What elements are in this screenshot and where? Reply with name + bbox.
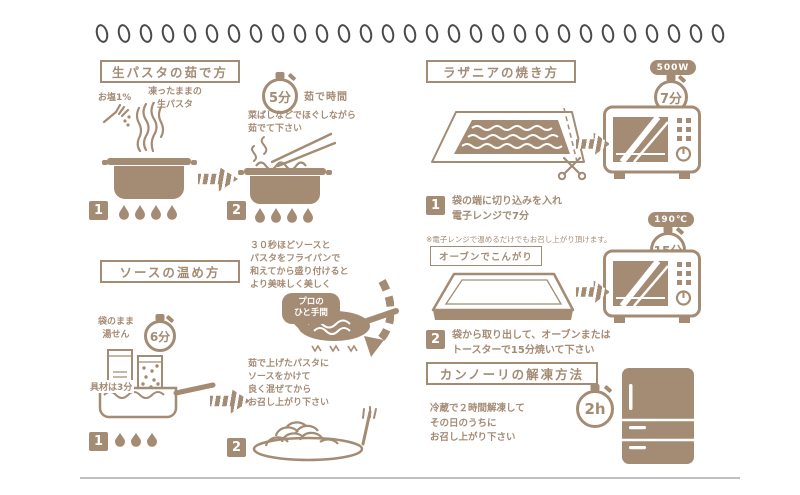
section-title-bake-lasagna: ラザニアの焼き方 <box>426 60 576 83</box>
boil-timer-label: 茹で時間 <box>304 92 348 103</box>
oven-browning-label: オーブンでこんがり <box>430 246 542 266</box>
salt-label: お塩1% <box>98 93 132 103</box>
step-badge: 2 <box>227 438 246 457</box>
sauce-timer-value: 6分 <box>149 329 171 344</box>
lasagna-bag-tray-icon <box>428 100 586 192</box>
refrigerator-icon <box>618 366 698 468</box>
boil-note: 菜ばしなどでほぐしながら 茹でて下さい <box>248 111 356 135</box>
bag-bath-label: 袋のまま 湯せん <box>97 317 134 340</box>
serve-note: 茹で上げたパスタに ソースをかけて 良く混ぜてから お召し上がり下さい <box>248 359 330 409</box>
cannoli-timer: 2h <box>576 390 614 428</box>
flames-icon <box>116 204 182 220</box>
pasta-plate-fork-icon <box>250 404 385 462</box>
scissors-icon <box>557 156 586 181</box>
lasagna-tray-icon <box>428 268 578 330</box>
step-badge: 1 <box>89 201 108 220</box>
pot-boiling-pasta-icon <box>102 102 197 210</box>
cannoli-timer-value: 2h <box>584 400 606 418</box>
microwave-timer-value: 7分 <box>659 91 683 107</box>
page-bottom-edge <box>80 477 740 479</box>
oven-icon <box>602 248 702 328</box>
lasagna-step1-text: 袋の端に切り込みを入れ 電子レンジで7分 <box>452 196 562 222</box>
pot-chopsticks-icon <box>236 132 336 216</box>
pro-tip-bubble: プロの ひと手間 <box>282 293 340 330</box>
oven-temp-badge: 190℃ <box>648 212 694 227</box>
section-title-thaw-cannoli: カンノーリの解凍方法 <box>426 362 598 385</box>
section-title-warm-sauce: ソースの温め方 <box>100 260 240 283</box>
curved-arrow-down-icon <box>356 278 394 360</box>
cannoli-note: 冷蔵で２時間解凍して その日のうちに お召し上がり下さい <box>430 403 525 444</box>
pro-tip-note: ３０秒ほどソースと パスタをフライパンで 和えてから盛り付けると より美味しく美… <box>250 241 349 291</box>
step-badge: 1 <box>426 196 445 215</box>
lasagna-step1-note: ※電子レンジで温めるだけでもお召し上がり頂けます。 <box>426 235 612 244</box>
step-badge: 2 <box>227 201 246 220</box>
microwave-watt-badge: 500W <box>650 60 696 75</box>
flames-icon <box>252 207 318 223</box>
step-badge: 2 <box>426 330 445 349</box>
flames-icon <box>112 432 162 447</box>
frozen-pasta-label: 凍ったままの 生パスタ <box>148 87 202 110</box>
lasagna-step2-text: 袋から取り出して、オーブンまたは トースターで15分焼いて下さい <box>452 330 611 356</box>
boil-timer-value: 5分 <box>268 90 292 106</box>
boil-timer: 5分 <box>262 78 298 114</box>
microwave-icon <box>602 104 702 184</box>
sauce-timer: 6分 <box>144 320 176 352</box>
step-badge: 1 <box>89 432 108 451</box>
salt-fork-icon <box>102 101 132 129</box>
ingredients-time-label: 具材は3分 <box>88 380 135 393</box>
section-title-boil-pasta: 生パスタの茹で方 <box>100 60 240 83</box>
